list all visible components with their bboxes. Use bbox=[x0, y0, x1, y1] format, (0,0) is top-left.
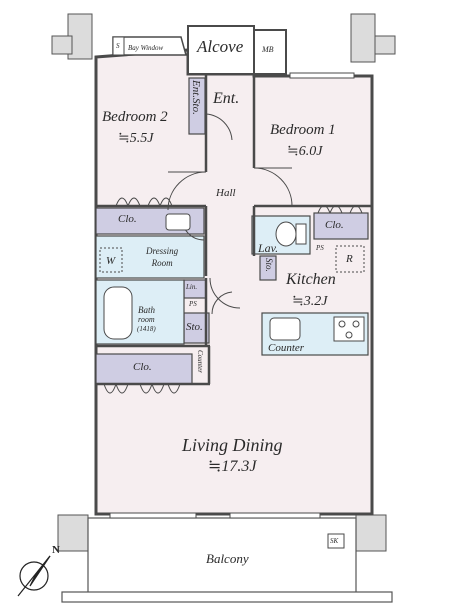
closet-living-label: Clo. bbox=[133, 361, 152, 373]
bay-window-label: Bay Window bbox=[128, 44, 164, 52]
alcove-label: Alcove bbox=[197, 37, 244, 56]
bath-sub: room bbox=[138, 315, 155, 324]
closet-doors bbox=[103, 197, 363, 394]
kitchen-area: ≒3.2J bbox=[292, 294, 328, 309]
balcony-label: Balcony bbox=[206, 551, 249, 566]
floor-areas bbox=[61, 25, 393, 603]
bedroom2-area: ≒5.5J bbox=[118, 131, 154, 146]
lavatory-label: Lav. bbox=[258, 241, 279, 255]
living-dining-name: Living Dining bbox=[182, 435, 283, 455]
dressing-room-label: Dressing Room bbox=[146, 246, 179, 268]
sto-kitchen-label: Sto. bbox=[264, 258, 274, 272]
closet-bedroom2-label: Clo. bbox=[118, 213, 137, 225]
sto-hall-label: Sto. bbox=[186, 321, 203, 333]
windows bbox=[109, 72, 355, 519]
counter-small-label: Counter bbox=[196, 350, 204, 373]
s-mark-label: S bbox=[116, 42, 120, 50]
refrigerator-label: R bbox=[346, 253, 353, 265]
kitchen-name: Kitchen bbox=[286, 271, 336, 288]
bedroom2-name: Bedroom 2 bbox=[102, 109, 168, 125]
interior-walls bbox=[96, 74, 372, 386]
ent-sto-label: Ent.Sto. bbox=[190, 80, 202, 115]
bedroom1-area: ≒6.0J bbox=[287, 144, 323, 159]
wet-areas bbox=[95, 215, 369, 356]
bath-name: Bath bbox=[138, 305, 155, 315]
counter-kitchen-label: Counter bbox=[268, 342, 305, 354]
bedroom1-name: Bedroom 1 bbox=[270, 122, 336, 138]
ps-kitchen-label: PS bbox=[316, 244, 324, 252]
bath-size: (1418) bbox=[137, 325, 156, 333]
living-dining-area: ≒17.3J bbox=[208, 458, 257, 475]
closet-bedroom1-label: Clo. bbox=[325, 219, 344, 231]
ent-label: Ent. bbox=[213, 90, 240, 107]
north-label: N bbox=[52, 544, 60, 556]
hall-label: Hall bbox=[216, 187, 236, 199]
linen-label: Lin. bbox=[186, 283, 198, 291]
mb-label: MB bbox=[262, 45, 274, 54]
ps-bath-label: PS bbox=[189, 300, 197, 308]
north-compass bbox=[17, 555, 51, 597]
fixtures bbox=[99, 213, 365, 549]
sk-label: SK bbox=[330, 537, 339, 545]
washer-label: W bbox=[106, 255, 116, 267]
